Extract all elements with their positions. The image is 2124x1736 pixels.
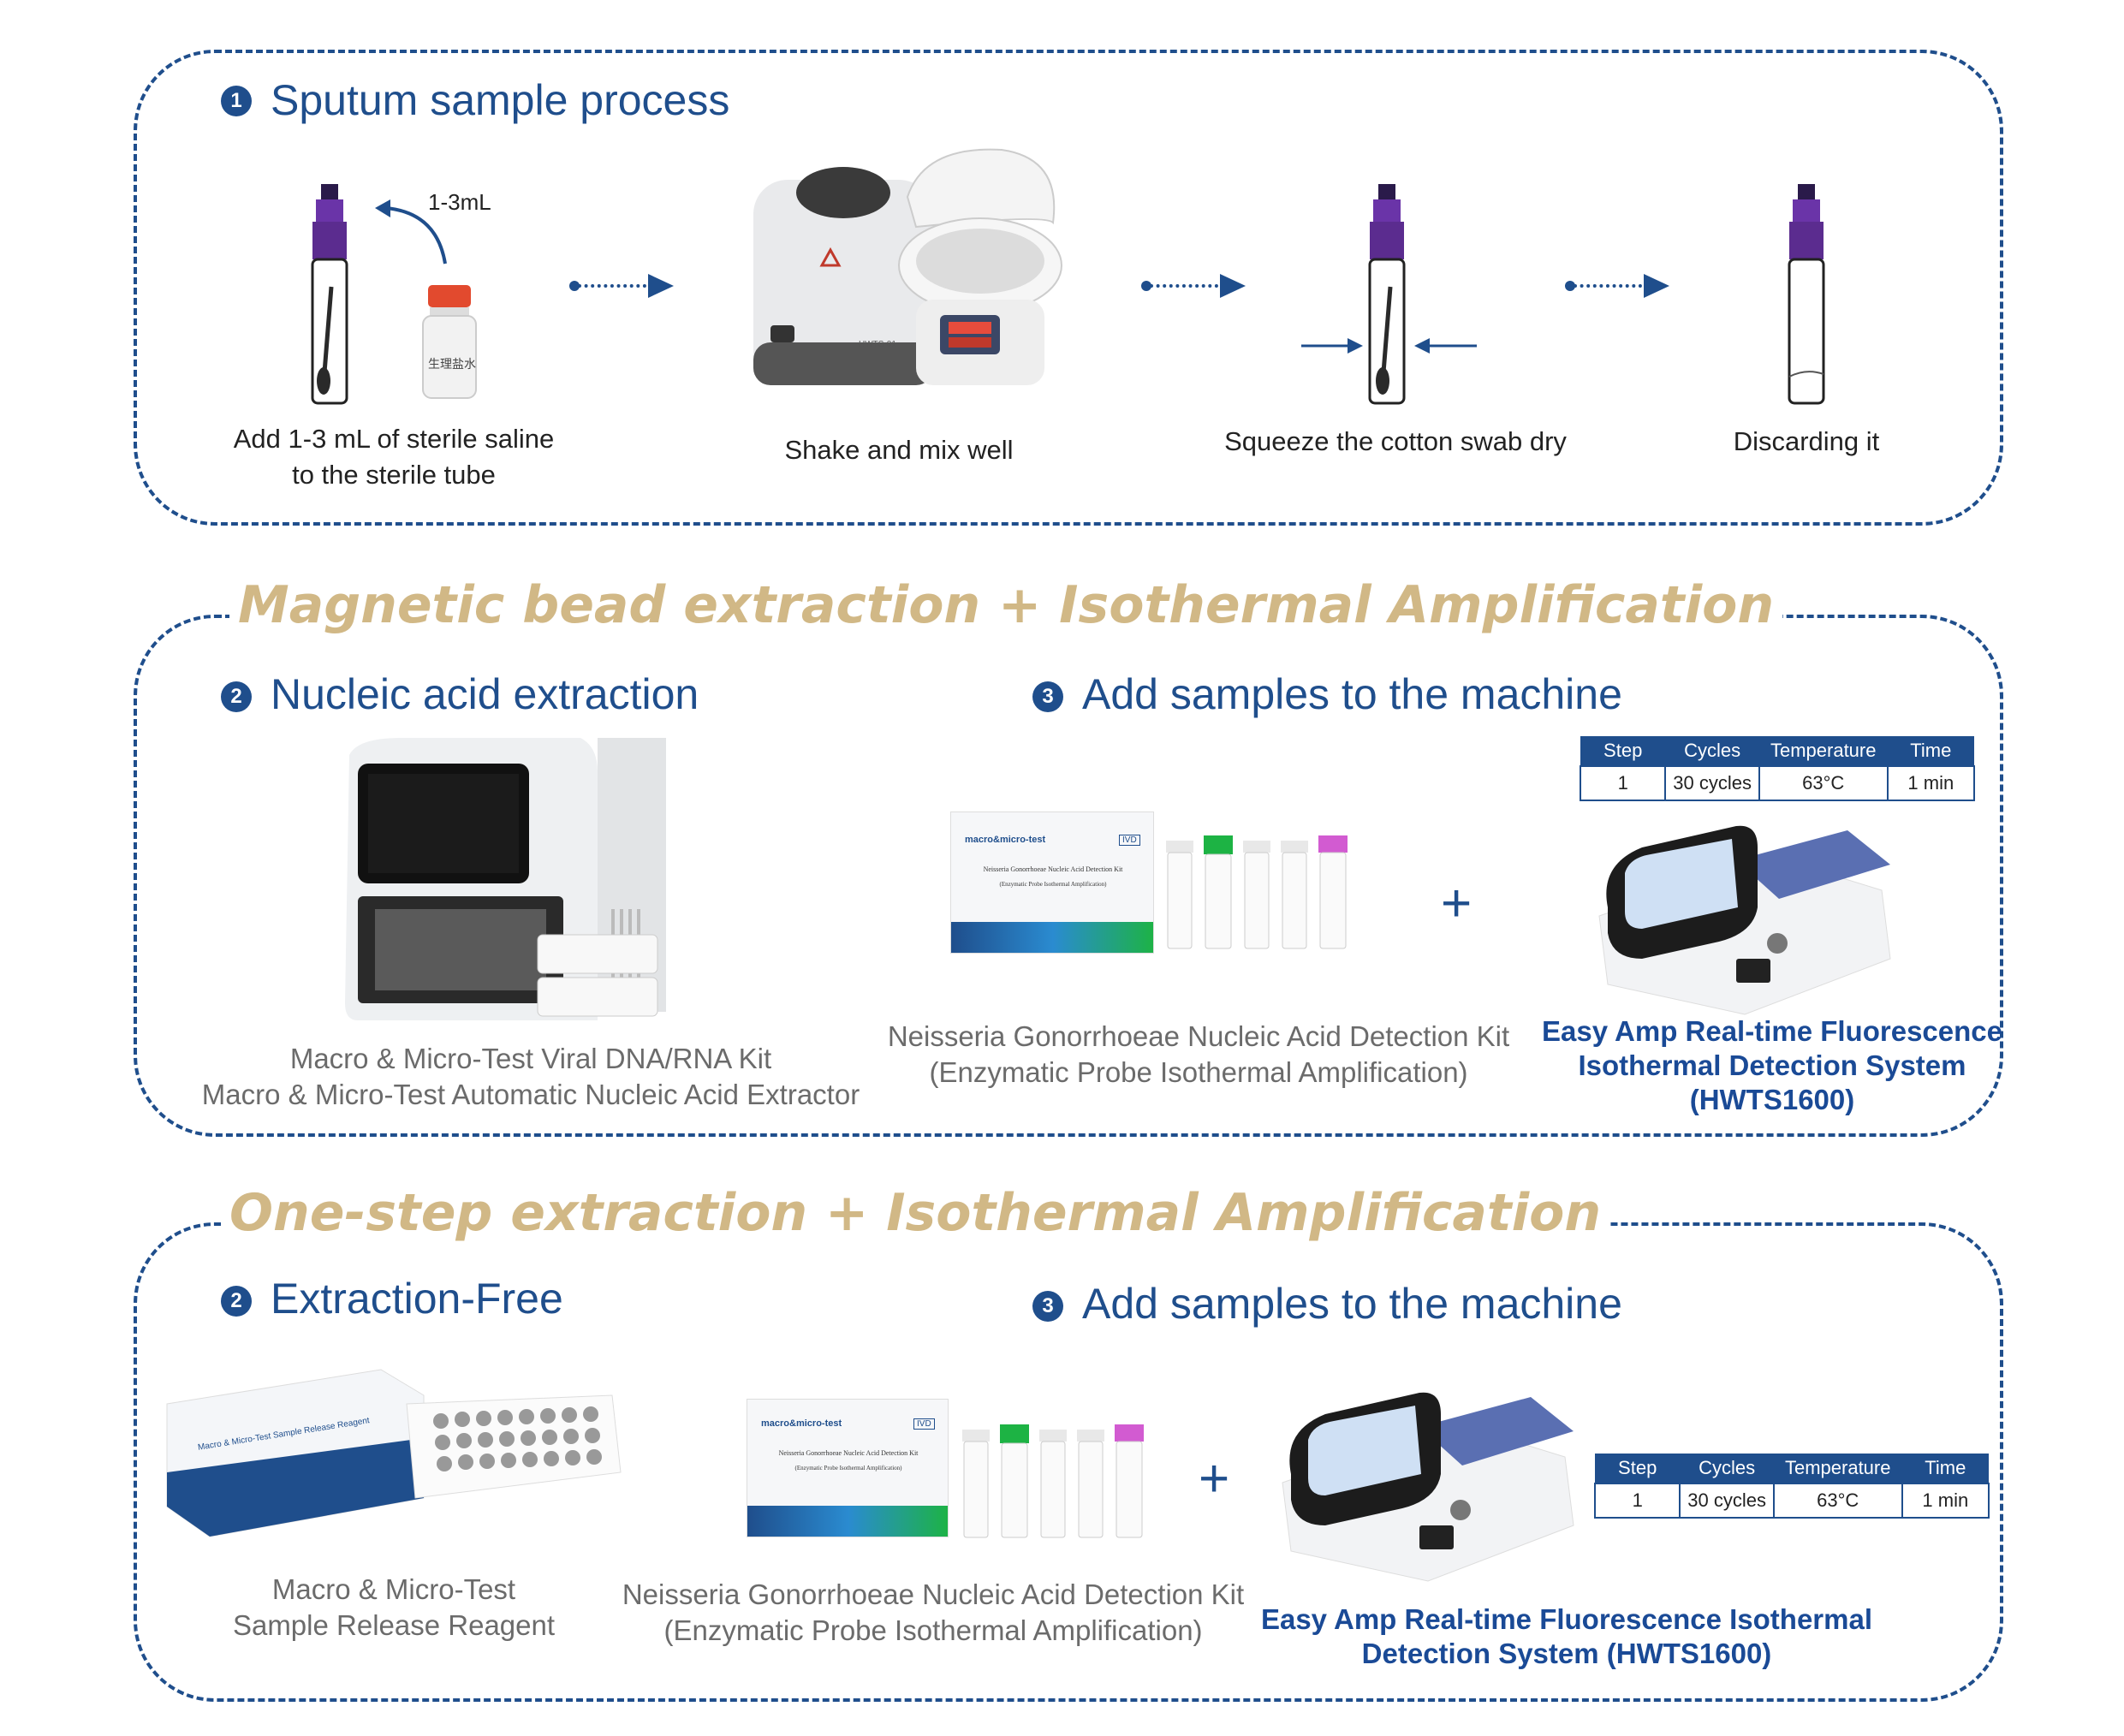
kit-subtitle: (Enzymatic Probe Isothermal Amplificatio… (999, 881, 1107, 888)
reagent-caption-line2: Sample Release Reagent (232, 1609, 556, 1641)
sputum-process-frame (134, 50, 2003, 526)
kit-subtitle: (Enzymatic Probe Isothermal Amplificatio… (794, 1465, 902, 1471)
squeeze-arrow-icon (1301, 338, 1363, 354)
saline-bottle-illustration (422, 285, 477, 399)
kit-ivd: IVD (1119, 835, 1140, 846)
table-header: Step (1595, 1454, 1681, 1483)
step-caption-squeeze: Squeeze the cotton swab dry (1224, 426, 1567, 456)
system-caption-line1: Easy Amp Real-time Fluorescence Isotherm… (1260, 1603, 1873, 1635)
kit-caption: Neisseria Gonorrhoeae Nucleic Acid Detec… (865, 1019, 1532, 1091)
arrow-right-icon (1141, 274, 1252, 298)
reagent-caption: Macro & Micro-Test Sample Release Reagen… (197, 1572, 591, 1644)
program-table: Step Cycles Temperature Time 1 30 cycles… (1579, 736, 1976, 801)
extractor-caption-line2: Macro & Micro-Test Automatic Nucleic Aci… (201, 1079, 860, 1110)
table-header: Temperature (1773, 1454, 1902, 1483)
table-cell: 1 min (1901, 1483, 1990, 1519)
kit-caption-line1: Neisseria Gonorrhoeae Nucleic Acid Detec… (887, 1020, 1510, 1052)
step-caption-add-saline: Add 1-3 mL of sterile saline to the ster… (205, 421, 582, 493)
kit-caption-line2: (Enzymatic Probe Isothermal Amplificatio… (663, 1614, 1203, 1646)
step-number-2: 2 (221, 1286, 252, 1317)
detection-kit-box: macro&micro-test IVD Neisseria Gonorrhoe… (747, 1399, 949, 1537)
table-cell: 1 (1593, 1483, 1681, 1519)
detection-system-caption: Easy Amp Real-time Fluorescence Isotherm… (1541, 1014, 2003, 1117)
table-header: Cycles (1665, 736, 1759, 766)
add-samples-title: Add samples to the machine (1082, 1280, 1622, 1328)
vortex-mixer-illustration (753, 148, 1062, 385)
one-step-banner: One-step extraction + Isothermal Amplifi… (221, 1183, 1610, 1243)
extraction-free-title: Extraction-Free (271, 1275, 563, 1323)
table-header: Cycles (1680, 1454, 1774, 1483)
table-cell: 1 min (1886, 765, 1976, 801)
table-cell: 63°C (1758, 765, 1889, 801)
extractor-caption: Macro & Micro-Test Viral DNA/RNA Kit Mac… (171, 1041, 890, 1113)
detection-system-illustration (1282, 1392, 1574, 1582)
kit-brand: macro&micro-test (761, 1418, 842, 1429)
add-samples-title: Add samples to the machine (1082, 670, 1622, 718)
magnetic-bead-banner: Magnetic bead extraction + Isothermal Am… (229, 575, 1783, 635)
reagent-tubes-illustration (1166, 835, 1348, 949)
saline-bottle-label: 生理盐水 (428, 357, 476, 371)
step-caption-line2: to the sterile tube (292, 460, 496, 490)
step-caption-shake: Shake and mix well (784, 435, 1014, 465)
reagent-caption-line1: Macro & Micro-Test (271, 1573, 516, 1605)
step-caption-line1: Add 1-3 mL of sterile saline (233, 424, 555, 454)
table-cell: 1 (1579, 765, 1667, 801)
detection-system-caption: Easy Amp Real-time Fluorescence Isotherm… (1250, 1602, 1883, 1671)
table-header: Time (1901, 1454, 1989, 1483)
kit-caption-line1: Neisseria Gonorrhoeae Nucleic Acid Detec… (622, 1578, 1245, 1610)
system-caption-line3: (HWTS1600) (1689, 1084, 1855, 1115)
squeeze-arrow-icon (1414, 338, 1477, 354)
step-number-1: 1 (221, 86, 252, 116)
kit-caption: Neisseria Gonorrhoeae Nucleic Acid Detec… (599, 1577, 1267, 1649)
nucleic-acid-extractor-illustration (345, 738, 666, 1020)
plus-icon: + (1441, 874, 1473, 933)
system-caption-line2: Detection System (HWTS1600) (1361, 1638, 1772, 1669)
step-caption-discard: Discarding it (1733, 426, 1880, 456)
step-number-3: 3 (1032, 1291, 1063, 1322)
nucleic-acid-extraction-title: Nucleic acid extraction (271, 670, 699, 718)
arrow-right-icon (1565, 274, 1676, 298)
program-table: Step Cycles Temperature Time 1 30 cycles… (1593, 1454, 1990, 1519)
volume-label: 1-3mL (428, 189, 491, 215)
table-cell: 30 cycles (1664, 765, 1760, 801)
kit-name: Neisseria Gonorrhoeae Nucleic Acid Detec… (983, 865, 1123, 873)
reagent-tubes-illustration (962, 1424, 1144, 1538)
table-header: Time (1887, 736, 1974, 766)
step-number-2: 2 (221, 681, 252, 712)
mixer-model-label: HWTS-01 (859, 340, 896, 349)
arrow-right-icon (569, 274, 681, 298)
kit-ivd: IVD (913, 1418, 935, 1430)
table-cell: 63°C (1772, 1483, 1903, 1519)
squeeze-tube-illustration (1368, 184, 1406, 405)
sample-release-reagent-illustration (166, 1369, 622, 1537)
pour-arrow-icon (375, 199, 447, 265)
step-number-3: 3 (1032, 681, 1063, 712)
kit-caption-line2: (Enzymatic Probe Isothermal Amplificatio… (929, 1056, 1468, 1088)
table-header: Temperature (1758, 736, 1888, 766)
plus-icon: + (1199, 1449, 1230, 1508)
empty-tube-illustration (1788, 184, 1825, 405)
system-caption-line2: Isothermal Detection System (1578, 1049, 1966, 1081)
table-header: Step (1580, 736, 1666, 766)
kit-name: Neisseria Gonorrhoeae Nucleic Acid Detec… (778, 1449, 919, 1457)
swab-tube-illustration (311, 184, 348, 405)
extractor-caption-line1: Macro & Micro-Test Viral DNA/RNA Kit (289, 1043, 772, 1074)
system-caption-line1: Easy Amp Real-time Fluorescence (1542, 1015, 2002, 1047)
sputum-process-title: Sputum sample process (271, 76, 730, 124)
detection-kit-box: macro&micro-test IVD Neisseria Gonorrhoe… (950, 812, 1154, 954)
kit-brand: macro&micro-test (965, 835, 1046, 845)
detection-system-illustration (1598, 825, 1891, 1015)
table-cell: 30 cycles (1679, 1483, 1775, 1519)
